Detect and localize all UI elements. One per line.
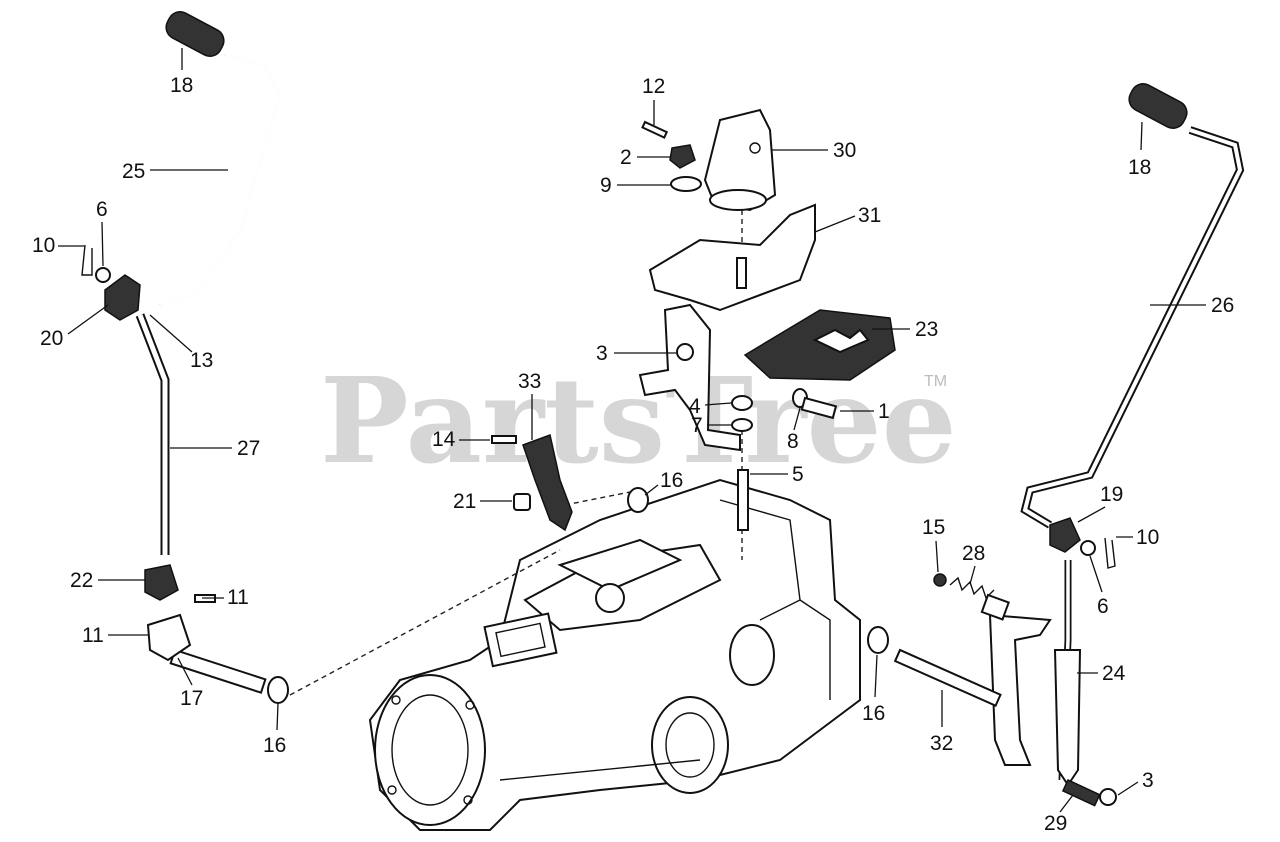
pivot-bracket-base	[709, 189, 767, 211]
callout-18-right: 18	[1128, 156, 1151, 179]
left-washer	[95, 267, 111, 283]
left-shift-knuckle	[104, 274, 141, 321]
callout-6-left: 6	[96, 198, 108, 221]
callout-11-right-left: 11	[227, 586, 249, 609]
bolt-1	[800, 396, 838, 420]
right-washer	[1080, 540, 1096, 556]
callout-7: 7	[691, 414, 703, 437]
callout-30: 30	[833, 139, 856, 162]
callout-33: 33	[518, 370, 541, 393]
stud-upper	[736, 257, 747, 289]
right-nut-3	[1099, 788, 1117, 806]
cotter-pin-12	[641, 120, 669, 139]
callout-1: 1	[878, 400, 890, 423]
lock-washer-4	[731, 395, 753, 411]
castle-nut-2	[669, 144, 696, 169]
right-shift-knuckle	[1049, 517, 1081, 553]
right-shift-shaft	[893, 648, 1002, 708]
shift-plate-slot	[812, 328, 870, 354]
right-bolt-29	[1061, 779, 1101, 807]
callout-11-left: 11	[82, 624, 104, 647]
detent-ball	[933, 573, 947, 587]
callout-29: 29	[1044, 812, 1067, 835]
callout-6-right: 6	[1097, 595, 1109, 618]
left-shift-lever	[159, 11, 282, 307]
callout-10-left: 10	[32, 234, 55, 257]
alignment-line-left	[289, 549, 561, 696]
callout-3-right: 3	[1142, 769, 1154, 792]
callout-18-left: 18	[170, 74, 193, 97]
callout-23: 23	[915, 318, 938, 341]
right-shift-arm	[988, 613, 1052, 766]
callout-14: 14	[432, 428, 456, 451]
callout-24: 24	[1102, 662, 1126, 685]
callout-25: 25	[122, 160, 145, 183]
callout-5: 5	[792, 463, 804, 486]
right-snap-ring	[867, 626, 889, 654]
callout-10-right: 10	[1136, 526, 1159, 549]
callout-19: 19	[1100, 483, 1123, 506]
callout-4: 4	[689, 395, 701, 418]
washer-7	[731, 418, 753, 432]
right-cotter-pin	[1104, 537, 1116, 569]
pivot-hole	[749, 142, 761, 154]
callout-26: 26	[1211, 294, 1234, 317]
callout-28: 28	[962, 542, 985, 565]
vertical-bracket	[638, 303, 741, 452]
callout-32: 32	[930, 732, 953, 755]
callout-31: 31	[858, 204, 881, 227]
detent-spring	[949, 576, 995, 600]
callout-3-center: 3	[596, 342, 608, 365]
trademark-mark: TM	[924, 373, 947, 390]
alignment-line-arm	[564, 489, 641, 506]
left-shaft-fork	[146, 613, 192, 662]
detent-bushing	[980, 593, 1010, 621]
shift-plate-23	[743, 309, 896, 381]
callout-20: 20	[40, 327, 63, 350]
callout-2: 2	[620, 146, 632, 169]
callout-13: 13	[190, 349, 213, 372]
callout-16-center: 16	[660, 469, 683, 492]
transaxle-housing	[368, 478, 861, 831]
snap-ring-16-center	[627, 487, 649, 513]
callout-16-right: 16	[862, 702, 885, 725]
callout-12: 12	[642, 75, 665, 98]
callout-8: 8	[787, 430, 799, 453]
callout-16-left: 16	[263, 734, 286, 757]
saddle-bracket-31	[648, 203, 816, 312]
nut-3-center	[676, 343, 694, 361]
callouts: 18 25 6 10 20 13 27 22 11 11 17 16 12 2 …	[32, 48, 1234, 835]
roll-pin-14	[491, 435, 517, 444]
stud-5	[737, 469, 749, 531]
left-cotter-pin	[81, 244, 93, 276]
left-lower-knuckle	[144, 564, 179, 601]
bushing-21	[513, 493, 531, 511]
callout-9: 9	[600, 174, 612, 197]
left-lower-rod	[135, 313, 170, 555]
callout-27: 27	[237, 437, 260, 460]
washer-9	[670, 176, 702, 192]
left-snap-ring	[267, 676, 289, 704]
right-shift-lever	[1020, 83, 1245, 529]
callout-21: 21	[453, 490, 476, 513]
callout-17: 17	[180, 687, 203, 710]
callout-15: 15	[922, 516, 945, 539]
right-rod-clevis	[1053, 649, 1082, 787]
callout-22: 22	[70, 569, 93, 592]
shift-arm-33	[522, 433, 573, 532]
